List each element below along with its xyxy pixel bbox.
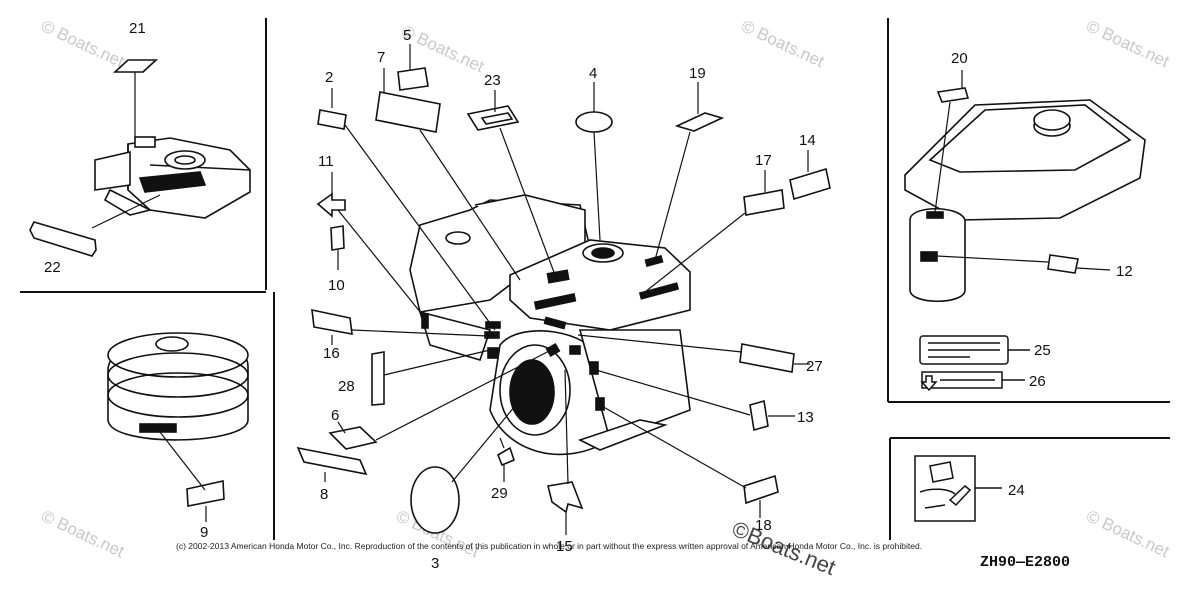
callout-13: 13	[797, 409, 814, 426]
label-13	[749, 399, 769, 432]
fuel-tank	[904, 99, 1146, 303]
callout-20: 20	[951, 50, 968, 67]
callout-19: 19	[689, 65, 706, 82]
callout-6: 6	[331, 407, 339, 424]
callout-18: 18	[755, 517, 772, 534]
engine-labels	[296, 67, 831, 534]
watermark: © Boats.net	[738, 16, 827, 71]
section-dividers	[20, 18, 1170, 540]
watermark: © Boats.net	[398, 21, 487, 76]
label-4	[575, 111, 613, 133]
label-14	[789, 167, 831, 201]
watermark: © Boats.net	[38, 506, 127, 561]
label-28	[371, 351, 385, 406]
label-15	[547, 481, 584, 514]
label-12	[1047, 254, 1079, 274]
watermark: © Boats.net	[38, 16, 127, 71]
label-27	[739, 343, 795, 373]
label-20	[936, 87, 970, 103]
label-3	[410, 466, 460, 534]
callout-12: 12	[1116, 263, 1133, 280]
label-24	[914, 455, 1002, 522]
callout-5: 5	[403, 27, 411, 44]
engine	[409, 194, 691, 456]
callout-11: 11	[318, 153, 334, 170]
callout-15: 15	[556, 538, 573, 555]
label-22	[29, 221, 97, 257]
label-2	[317, 109, 347, 130]
label-7	[375, 91, 441, 133]
label-18	[743, 474, 779, 505]
label-17	[743, 189, 785, 216]
callout-9: 9	[200, 524, 208, 541]
diagram-code: ZH90—E2800	[980, 554, 1071, 571]
air-cleaner-top-left	[94, 136, 251, 219]
callout-27: 27	[806, 358, 823, 375]
callout-16: 16	[323, 345, 340, 362]
callout-2: 2	[325, 69, 333, 86]
label-16	[311, 308, 353, 335]
callout-24: 24	[1008, 482, 1025, 499]
label-5	[397, 67, 429, 91]
callout-21: 21	[129, 20, 146, 37]
labels-25-26	[919, 335, 1030, 392]
callout-25: 25	[1034, 342, 1051, 359]
callout-4: 4	[589, 65, 597, 82]
watermark: © Boats.net	[1083, 16, 1172, 71]
callout-10: 10	[328, 277, 345, 294]
leader-22	[91, 194, 161, 229]
callout-22: 22	[44, 259, 61, 276]
label-10	[330, 225, 345, 251]
watermark: © Boats.net	[1083, 506, 1172, 561]
engine-leaders	[324, 44, 810, 535]
leader-9	[159, 431, 206, 491]
callout-14: 14	[799, 132, 816, 149]
air-cleaner-bottom-left	[107, 332, 249, 441]
label-21	[112, 59, 159, 73]
label-8	[296, 446, 368, 476]
callout-17: 17	[755, 152, 772, 169]
callout-7: 7	[377, 49, 385, 66]
callout-26: 26	[1029, 373, 1046, 390]
label-6	[328, 426, 378, 450]
callout-8: 8	[320, 486, 328, 503]
fuel-tank-leaders	[934, 70, 1111, 271]
callout-28: 28	[338, 378, 355, 395]
label-11	[316, 192, 346, 218]
label-9	[186, 480, 225, 507]
callout-23: 23	[484, 72, 501, 89]
callout-3: 3	[431, 555, 439, 572]
copyright-notice: (c) 2002-2013 American Honda Motor Co., …	[176, 541, 923, 551]
callout-numbers: 21 22 9 2 7 5 23 4 19 17 14 11 10 16 28 …	[44, 20, 1133, 572]
label-19	[674, 112, 725, 132]
callout-29: 29	[491, 485, 508, 502]
label-29	[497, 446, 515, 467]
